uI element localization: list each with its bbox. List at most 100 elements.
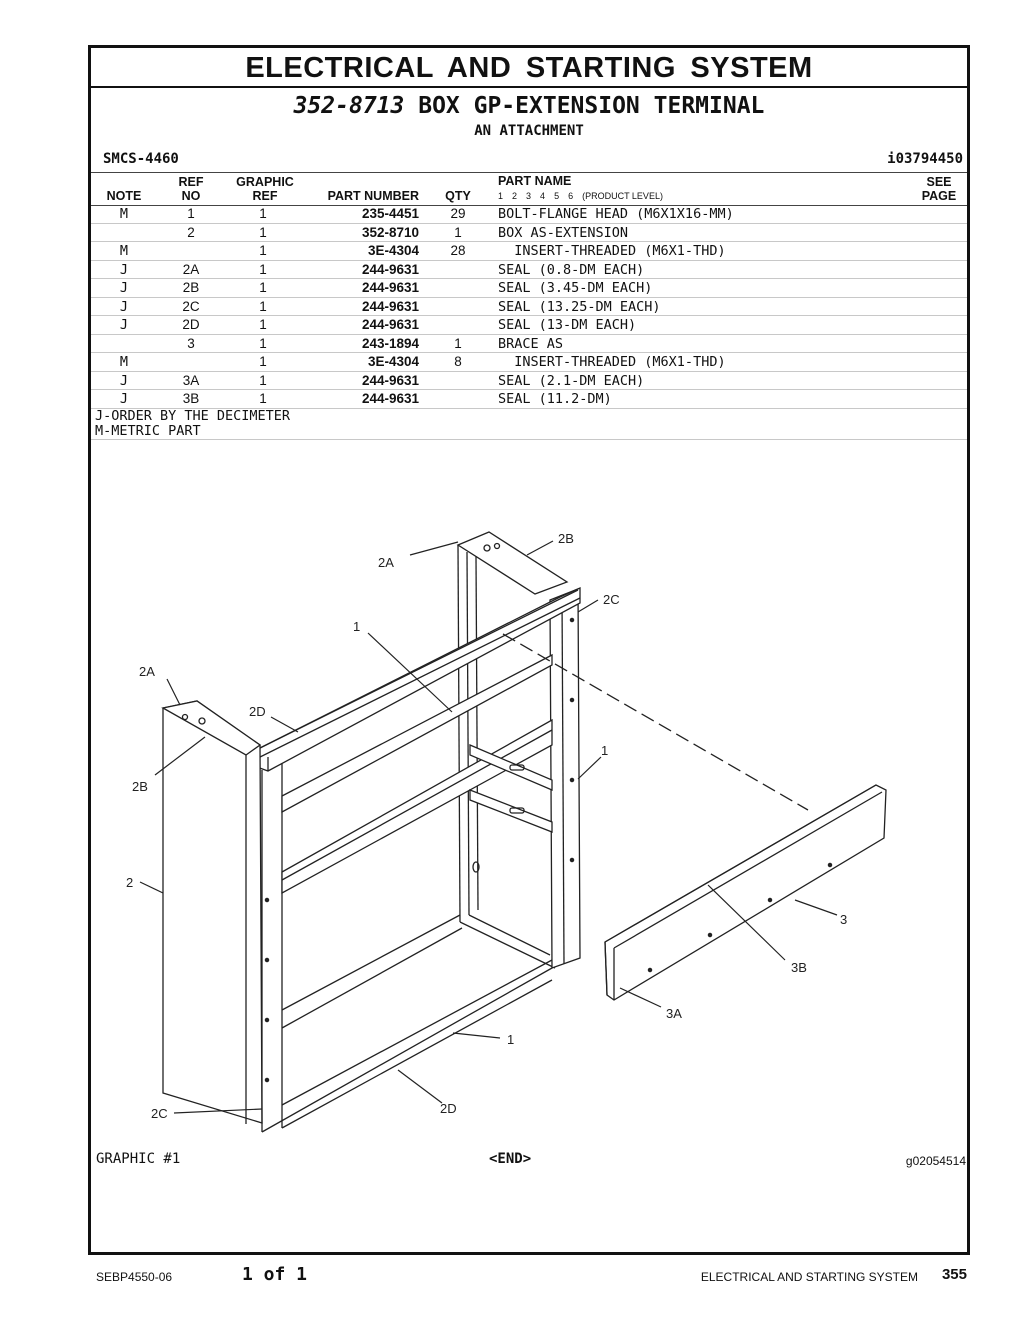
cell-ref: 2D bbox=[182, 317, 200, 332]
cell-part-number: 244-9631 bbox=[361, 261, 419, 277]
cell-part-number: 243-1894 bbox=[361, 335, 419, 351]
cell-ref: 1 bbox=[187, 206, 195, 221]
cell-part-number: 244-9631 bbox=[361, 280, 419, 295]
cell-qty: 1 bbox=[454, 224, 462, 240]
cell-graphic-ref: 1 bbox=[259, 261, 267, 277]
col-ref-line1: REF bbox=[178, 175, 204, 189]
subtitle: AN ATTACHMENT bbox=[474, 123, 584, 139]
cell-qty: 1 bbox=[454, 335, 462, 351]
box-crossbars bbox=[281, 653, 553, 895]
cell-qty: 8 bbox=[454, 354, 462, 369]
cell-part-number: 235-4451 bbox=[361, 206, 419, 221]
box-rear-frame bbox=[456, 531, 569, 969]
col-ref-line2: NO bbox=[181, 189, 201, 203]
cell-ref: 3A bbox=[182, 372, 200, 388]
cell-part-number: 244-9631 bbox=[361, 391, 419, 406]
cell-graphic-ref: 1 bbox=[259, 224, 267, 240]
product-level-2: 2 bbox=[512, 191, 518, 201]
cell-part-number: 3E-4304 bbox=[367, 243, 419, 258]
cell-graphic-ref: 1 bbox=[259, 298, 267, 314]
title-band: ELECTRICAL AND STARTING SYSTEM bbox=[91, 48, 967, 88]
callout-2C-bottom: 2C bbox=[151, 1106, 168, 1121]
cell-graphic-ref: 1 bbox=[259, 372, 267, 388]
product-level-3: 3 bbox=[526, 191, 532, 201]
cell-note: J bbox=[119, 298, 129, 315]
cell-part-name: BOX AS-EXTENSION bbox=[498, 224, 629, 241]
cell-graphic-ref: 1 bbox=[259, 335, 267, 351]
table-row: J 3B 1 244-9631 SEAL (11.2-DM) bbox=[91, 390, 967, 409]
col-part-number: PART NUMBER bbox=[327, 189, 419, 203]
col-note: NOTE bbox=[106, 189, 142, 203]
callout-2A-left: 2A bbox=[139, 664, 155, 679]
footer-doc-number: SEBP4550-06 bbox=[96, 1270, 173, 1284]
cell-note: J bbox=[119, 391, 129, 407]
graphic-label: GRAPHIC #1 bbox=[96, 1151, 181, 1167]
callout-2C-top: 2C bbox=[603, 592, 620, 607]
cell-ref: 3B bbox=[182, 391, 200, 406]
document-ident: i03794450 bbox=[887, 151, 963, 167]
callout-1-top: 1 bbox=[353, 619, 360, 634]
page-frame: ELECTRICAL AND STARTING SYSTEM 352-8713 … bbox=[88, 45, 970, 1255]
callout-2B-left: 2B bbox=[132, 779, 148, 794]
graphic-id: g02054514 bbox=[905, 1154, 966, 1168]
product-level-4: 4 bbox=[540, 191, 546, 201]
box-front-frame bbox=[261, 763, 553, 1133]
brace-assembly bbox=[604, 784, 887, 1001]
cell-ref: 3 bbox=[187, 335, 195, 351]
cell-part-name: INSERT-THREADED (M6X1-THD) bbox=[498, 243, 726, 259]
product-level-5: 5 bbox=[554, 191, 560, 201]
cell-part-number: 352-8710 bbox=[361, 224, 419, 240]
cell-part-name: SEAL (2.1-DM EACH) bbox=[498, 372, 645, 389]
cell-part-number: 3E-4304 bbox=[367, 354, 419, 369]
cell-graphic-ref: 1 bbox=[259, 391, 267, 406]
table-row: 2 1 352-8710 1 BOX AS-EXTENSION bbox=[91, 224, 967, 242]
footer-section: ELECTRICAL AND STARTING SYSTEM bbox=[700, 1270, 918, 1284]
callout-labels: 2B 2A 2C 1 2A 2D 2B 1 2 3 3B 3A 1 2D 2C bbox=[126, 531, 847, 1121]
cell-graphic-ref: 1 bbox=[259, 280, 267, 295]
cell-note: M bbox=[119, 354, 129, 370]
box-left-panel bbox=[161, 700, 263, 1124]
cell-note: M bbox=[119, 206, 129, 222]
cell-part-name: BOLT-FLANGE HEAD (M6X1X16-MM) bbox=[498, 206, 734, 222]
group-heading: 352-8713 BOX GP-EXTENSION TERMINAL bbox=[91, 93, 967, 119]
cell-graphic-ref: 1 bbox=[259, 354, 267, 369]
table-row: J 2B 1 244-9631 SEAL (3.45-DM EACH) bbox=[91, 279, 967, 298]
col-ref: REF NO bbox=[163, 175, 219, 203]
cell-ref: 2B bbox=[182, 280, 200, 295]
divider bbox=[91, 439, 967, 440]
cell-part-name: SEAL (11.2-DM) bbox=[498, 391, 612, 407]
table-row: M 1 3E-4304 8 INSERT-THREADED (M6X1-THD) bbox=[91, 353, 967, 372]
notes-legend: J-ORDER BY THE DECIMETER M-METRIC PART bbox=[95, 409, 290, 438]
col-see-page-line1: SEE bbox=[926, 175, 952, 189]
product-level-label: (PRODUCT LEVEL) bbox=[582, 191, 663, 201]
col-graphic-ref-line1: GRAPHIC bbox=[236, 175, 294, 189]
box-right-panel bbox=[549, 588, 581, 969]
cell-ref: 2 bbox=[187, 224, 195, 240]
assembly-dash-line bbox=[502, 633, 809, 811]
cell-ref: 2C bbox=[182, 298, 200, 314]
cell-part-number: 244-9631 bbox=[361, 372, 419, 388]
table-row: J 2A 1 244-9631 SEAL (0.8-DM EACH) bbox=[91, 261, 967, 279]
cell-ref: 2A bbox=[182, 261, 200, 277]
cell-note: J bbox=[119, 372, 129, 389]
note-m: M-METRIC PART bbox=[95, 422, 201, 439]
table-row: J 2C 1 244-9631 SEAL (13.25-DM EACH) bbox=[91, 298, 967, 316]
table-row: M 1 3E-4304 28 INSERT-THREADED (M6X1-THD… bbox=[91, 242, 967, 261]
callout-3B: 3B bbox=[791, 960, 807, 975]
cell-part-name: SEAL (3.45-DM EACH) bbox=[498, 280, 653, 296]
cell-graphic-ref: 1 bbox=[259, 317, 267, 332]
col-part-name: PART NAME bbox=[498, 174, 572, 188]
table-row: J 2D 1 244-9631 SEAL (13-DM EACH) bbox=[91, 316, 967, 335]
cell-qty: 28 bbox=[450, 243, 466, 258]
callout-2D-left: 2D bbox=[249, 704, 266, 719]
cell-graphic-ref: 1 bbox=[259, 243, 267, 258]
cell-graphic-ref: 1 bbox=[259, 206, 267, 221]
callout-1-bottom: 1 bbox=[507, 1032, 514, 1047]
cell-part-number: 244-9631 bbox=[361, 298, 419, 314]
callout-1-right: 1 bbox=[601, 743, 608, 758]
callout-2D-bottom: 2D bbox=[440, 1101, 457, 1116]
cell-note: J bbox=[119, 261, 129, 278]
callout-leaders bbox=[139, 540, 838, 1114]
cell-note: J bbox=[119, 280, 129, 296]
